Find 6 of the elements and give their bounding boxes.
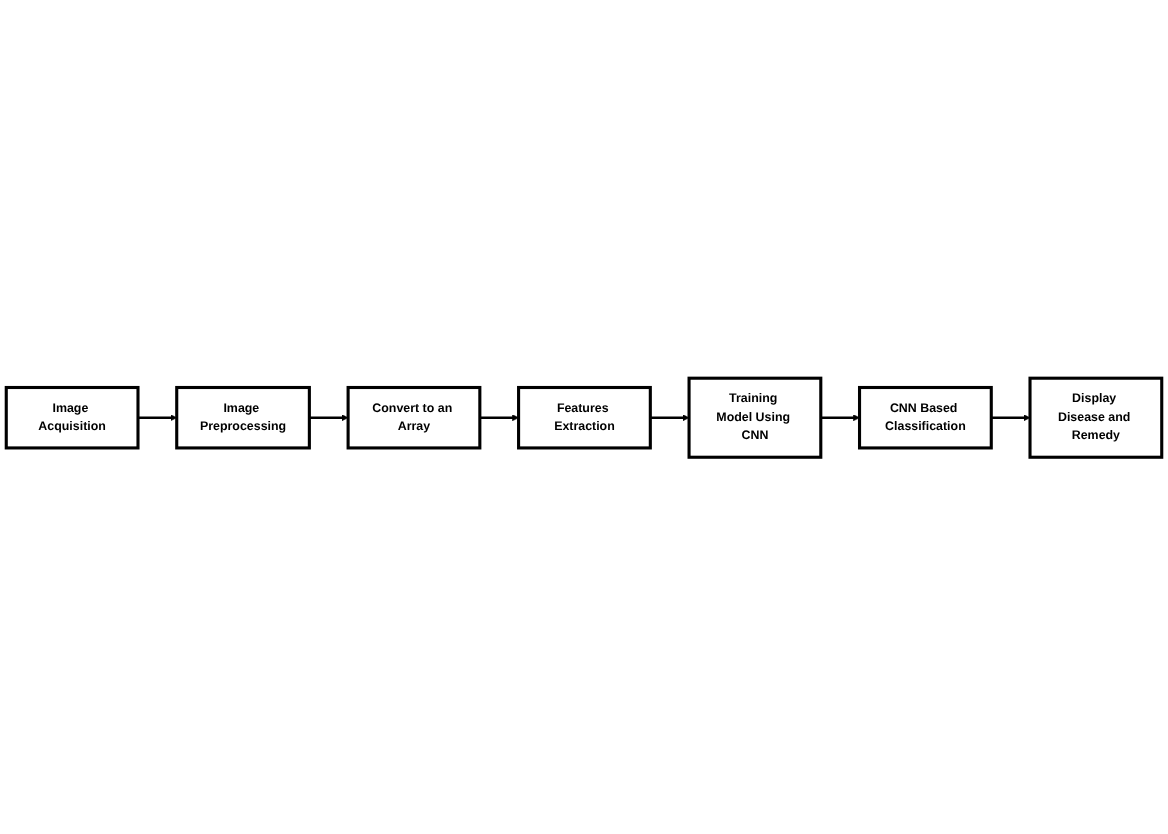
arrow	[650, 413, 690, 421]
arrow	[991, 413, 1031, 421]
arrow	[820, 413, 860, 421]
arrow	[309, 413, 349, 421]
arrow	[479, 413, 519, 421]
arrow	[138, 413, 178, 421]
